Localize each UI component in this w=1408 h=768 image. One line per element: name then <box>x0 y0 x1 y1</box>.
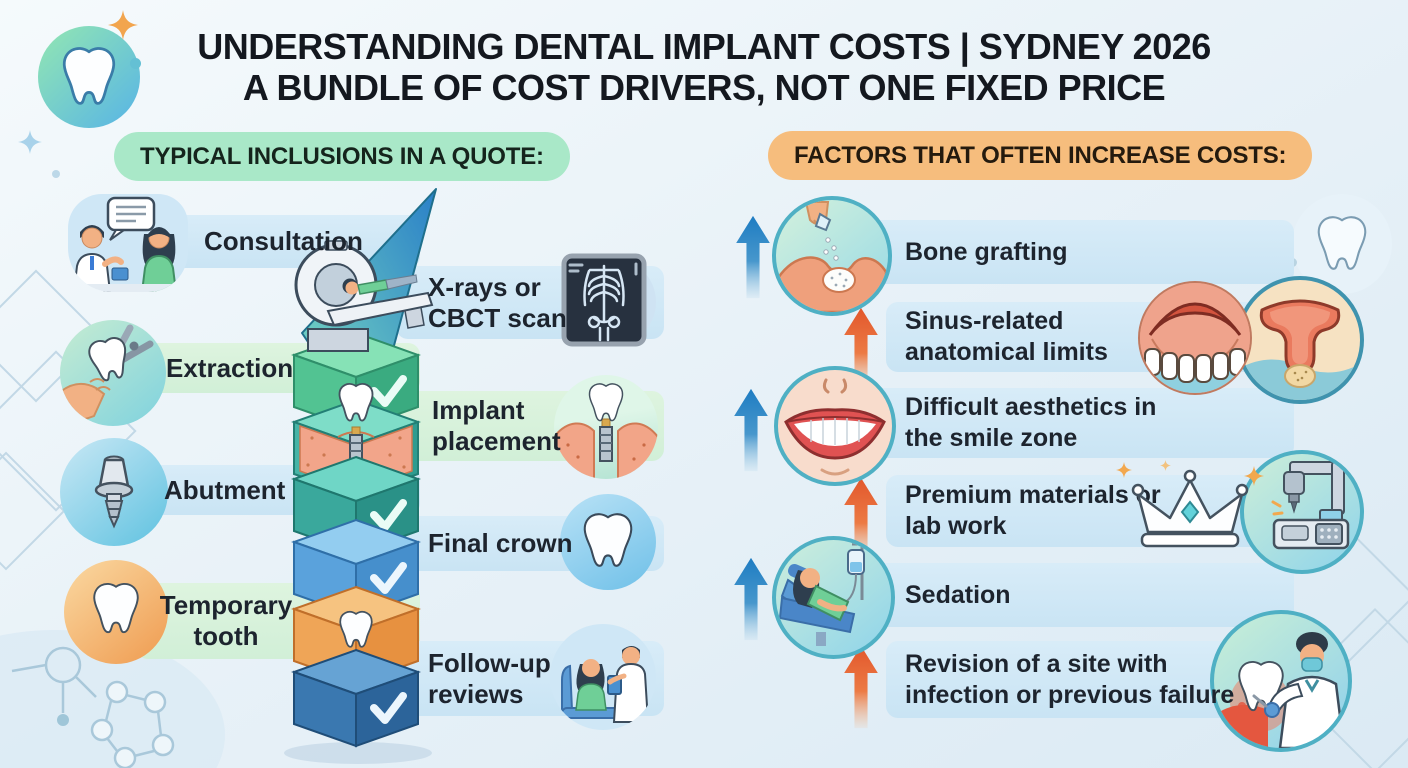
inclusion-label-implant-placement: Implant placement <box>432 395 561 456</box>
infected-tooth-dentist-icon <box>1210 610 1352 752</box>
follow-up-review-icon <box>550 624 656 730</box>
consultation-icon <box>68 194 188 292</box>
tooth-logo <box>38 26 140 128</box>
factor-label-sinus-limits: Sinus-related anatomical limits <box>905 307 1108 366</box>
inclusion-label-final-crown: Final crown <box>428 528 573 558</box>
lab-milling-machine-icon <box>1240 450 1364 574</box>
inclusion-label-abutment: Abutment <box>164 474 286 505</box>
banner <box>846 220 1294 284</box>
temporary-tooth-icon <box>64 560 168 664</box>
left-section-heading: TYPICAL INCLUSIONS IN A QUOTE: <box>114 132 570 181</box>
dot-decoration <box>130 58 141 69</box>
factor-label-difficult-aesthetics: Difficult aesthetics in the smile zone <box>905 393 1157 452</box>
crown-tooth-icon <box>560 494 656 590</box>
factor-label-premium-materials: Premium materials or lab work <box>905 481 1161 540</box>
page-title: UNDERSTANDING DENTAL IMPLANT COSTS | SYD… <box>0 26 1408 108</box>
cost-stack-tower <box>284 188 437 764</box>
bone-graft-icon <box>772 196 892 316</box>
increase-arrow-blue <box>736 215 770 299</box>
inclusion-label-consultation: Consultation <box>204 226 363 256</box>
increase-arrow-orange <box>844 477 878 561</box>
inclusion-label-temporary-tooth: Temporary tooth <box>159 590 293 651</box>
inclusion-label-xray-cbct: X-rays or CBCT scan <box>428 271 567 333</box>
molecule-decoration-bottom-left <box>0 630 225 768</box>
premium-crown-icon <box>1114 460 1266 556</box>
sinus-teeth-icon <box>1138 281 1252 395</box>
ct-scanner <box>294 240 434 352</box>
checked-cube-navy <box>291 648 421 748</box>
dot-decoration <box>52 170 60 178</box>
xray-film-icon <box>556 252 656 350</box>
banner <box>846 388 1294 458</box>
inclusion-label-follow-up: Follow-up reviews <box>428 647 551 709</box>
abutment-icon <box>60 438 168 546</box>
increase-arrow-blue <box>734 388 768 472</box>
sinus-cross-section-icon <box>1236 276 1364 404</box>
increase-arrow-orange <box>844 645 878 729</box>
factor-label-sedation: Sedation <box>905 580 1011 609</box>
title-line-2: A BUNDLE OF COST DRIVERS, NOT ONE FIXED … <box>242 67 1166 108</box>
increase-arrow-blue <box>734 557 768 641</box>
sparkle-icon <box>18 130 42 154</box>
extraction-forceps-icon <box>60 320 166 426</box>
sedation-chair-icon <box>772 536 895 659</box>
factor-label-bone-grafting: Bone grafting <box>905 237 1068 266</box>
banner <box>846 563 1294 627</box>
title-line-1: UNDERSTANDING DENTAL IMPLANT COSTS | SYD… <box>197 26 1211 67</box>
increase-arrow-orange <box>844 307 878 391</box>
right-section-heading: FACTORS THAT OFTEN INCREASE COSTS: <box>768 131 1313 180</box>
factor-label-revision: Revision of a site with infection or pre… <box>905 649 1235 709</box>
checked-cube-teal <box>291 455 421 555</box>
inclusion-label-extraction: Extraction <box>166 352 294 383</box>
smile-icon <box>774 366 896 486</box>
